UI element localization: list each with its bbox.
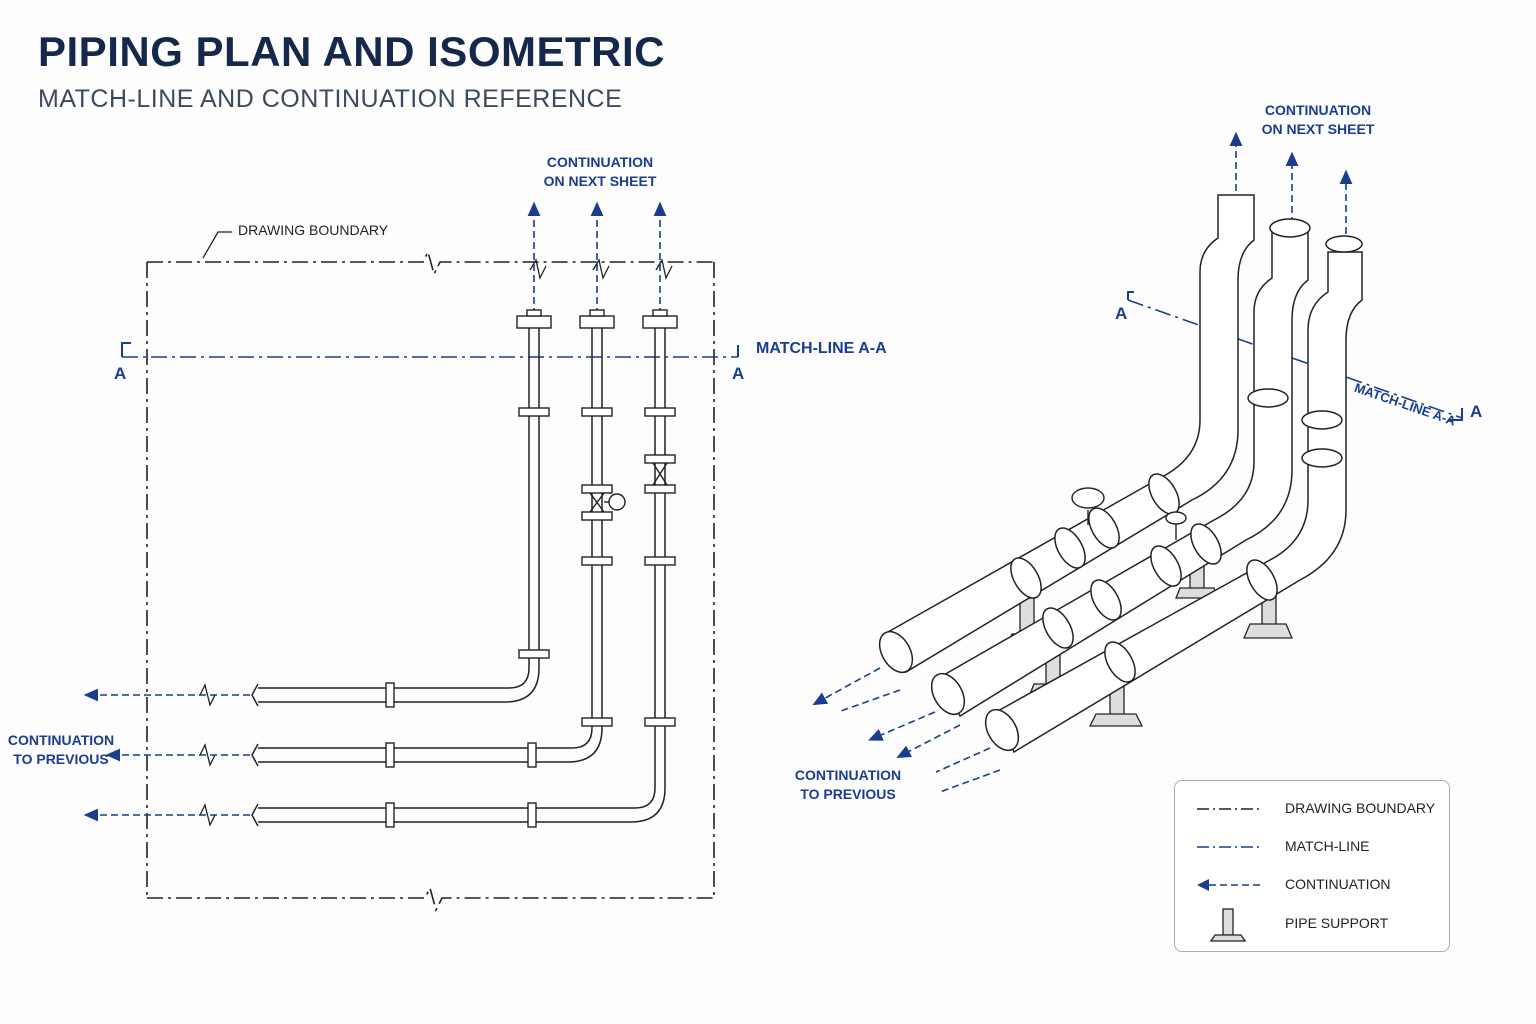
legend-item-drawing-boundary: DRAWING BOUNDARY (1175, 799, 1449, 819)
iso-valves (1071, 487, 1187, 540)
iso-section-mark-right: A (1470, 402, 1483, 421)
handwheel-icon (1071, 487, 1105, 509)
plan-match-line-label: MATCH-LINE A-A (756, 340, 887, 357)
iso-continuation-next-label: CONTINUATION ON NEXT SHEET (1248, 101, 1388, 139)
continuation-arrow-icon (1197, 879, 1263, 891)
plan-view (83, 201, 739, 913)
legend-label: PIPE SUPPORT (1285, 915, 1389, 931)
iso-pipe-2 (930, 218, 1311, 718)
dash-dot-line-icon (1197, 808, 1263, 810)
drawing-boundary-label: DRAWING BOUNDARY (238, 222, 389, 238)
iso-continuation-down-arrows (812, 667, 1001, 793)
legend-item-pipe-support: PIPE SUPPORT (1175, 907, 1449, 943)
plan-pipes (251, 322, 666, 827)
iso-continuation-next-line-1: CONTINUATION (1264, 102, 1372, 118)
boundary-leader (202, 231, 232, 259)
iso-pipe-3 (984, 235, 1363, 754)
plan-section-mark-right: A (732, 364, 745, 383)
legend-item-match-line: MATCH-LINE (1175, 837, 1449, 857)
plan-continuation-previous-line-2: TO PREVIOUS (13, 751, 109, 767)
blue-dash-dot-line-icon (1197, 846, 1263, 848)
legend-label: MATCH-LINE (1285, 838, 1370, 854)
iso-pipe-1 (878, 194, 1255, 674)
plan-continuation-previous-label: CONTINUATION TO PREVIOUS (0, 731, 122, 769)
legend-label: DRAWING BOUNDARY (1285, 800, 1436, 816)
plan-continuation-previous-line-1: CONTINUATION (7, 732, 115, 748)
plan-continuation-next-label: CONTINUATION ON NEXT SHEET (530, 153, 670, 191)
iso-continuation-previous-line-1: CONTINUATION (794, 767, 902, 783)
iso-continuation-next-line-2: ON NEXT SHEET (1261, 121, 1375, 137)
plan-continuation-left-arrows (83, 688, 250, 822)
legend-item-continuation: CONTINUATION (1175, 875, 1449, 895)
plan-continuation-up-arrows (527, 201, 667, 315)
isometric-view (812, 131, 1463, 793)
drawing-boundary (146, 249, 715, 913)
plan-continuation-next-line-1: CONTINUATION (546, 154, 654, 170)
iso-section-mark-left: A (1115, 304, 1128, 323)
legend-label: CONTINUATION (1285, 876, 1391, 892)
iso-match-line (1127, 291, 1463, 421)
page-title: PIPING PLAN AND ISOMETRIC (38, 28, 665, 75)
iso-continuation-previous-label: CONTINUATION TO PREVIOUS (780, 766, 916, 804)
plan-valves (589, 462, 668, 513)
pipe-support-icon (1209, 908, 1247, 942)
pipe-break-symbols (199, 258, 673, 827)
plan-section-mark-left: A (114, 364, 127, 383)
plan-continuation-next-line-2: ON NEXT SHEET (543, 173, 657, 189)
plan-match-line (121, 342, 739, 358)
legend: DRAWING BOUNDARY MATCH-LINE CONTINUATION… (1174, 780, 1450, 952)
handwheel-icon (608, 493, 626, 511)
iso-continuation-previous-line-2: TO PREVIOUS (800, 786, 896, 802)
plan-flanges (385, 309, 678, 828)
page-subtitle: MATCH-LINE AND CONTINUATION REFERENCE (38, 85, 623, 113)
